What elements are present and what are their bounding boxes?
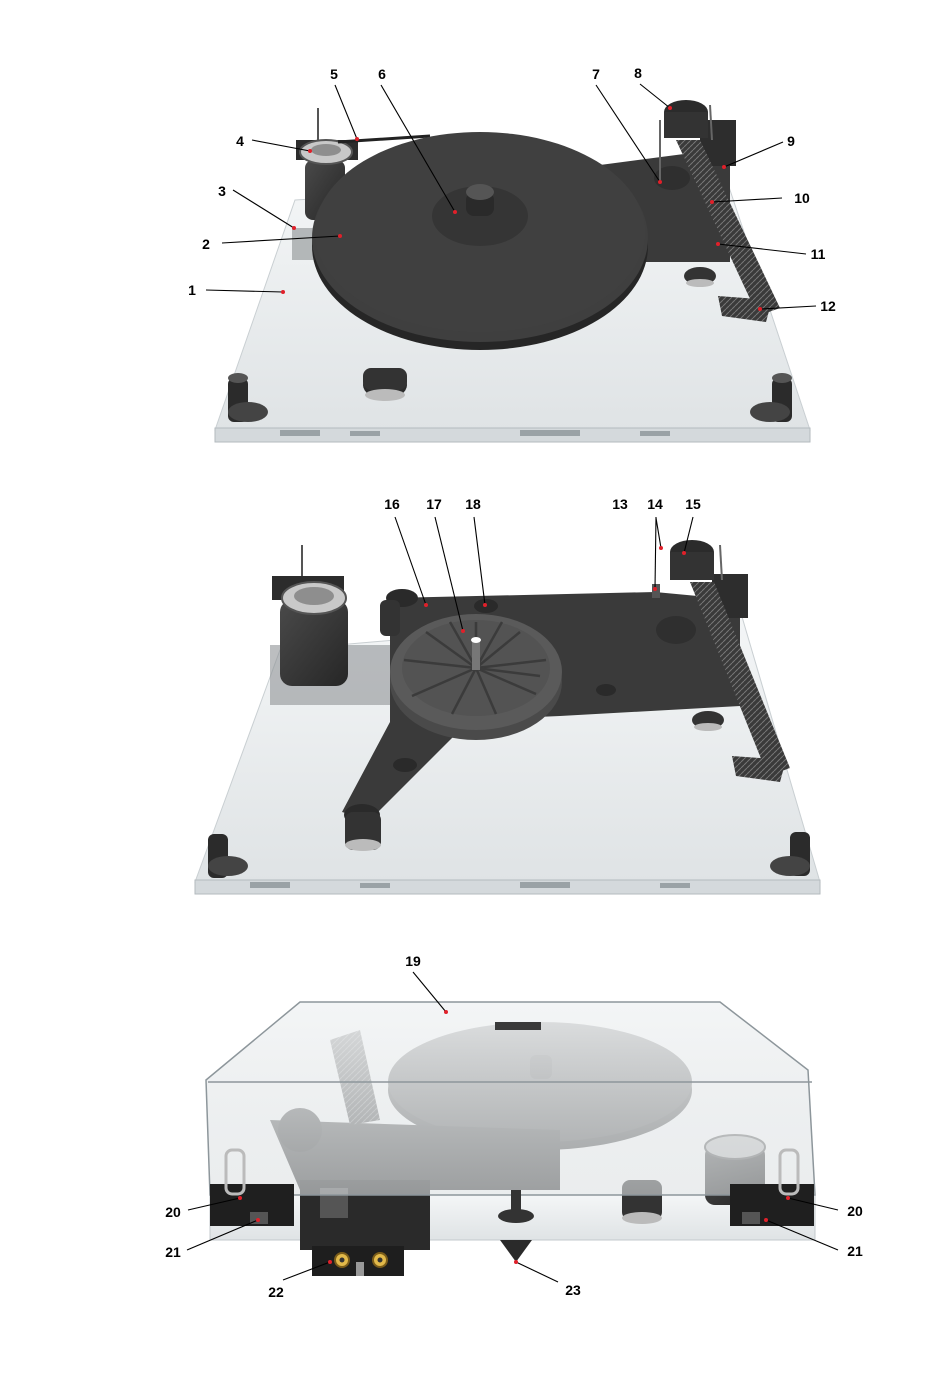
callout-12: 12 <box>820 298 836 314</box>
callout-3: 3 <box>218 183 226 199</box>
callout-20a: 20 <box>165 1204 181 1220</box>
callout-10: 10 <box>794 190 810 206</box>
callout-5: 5 <box>330 66 338 82</box>
callout-1: 1 <box>188 282 196 298</box>
callout-15: 15 <box>685 496 701 512</box>
view-turntable-subplatter <box>195 540 820 894</box>
callout-20b: 20 <box>847 1203 863 1219</box>
callout-14: 14 <box>647 496 663 512</box>
callout-22: 22 <box>268 1284 284 1300</box>
callout-8: 8 <box>634 65 642 81</box>
callout-6: 6 <box>378 66 386 82</box>
dust-cover <box>206 1002 815 1195</box>
callout-2: 2 <box>202 236 210 252</box>
callout-16: 16 <box>384 496 400 512</box>
callout-9: 9 <box>787 133 795 149</box>
view-turntable-with-platter <box>215 100 810 442</box>
callout-19: 19 <box>405 953 421 969</box>
callout-7: 7 <box>592 66 600 82</box>
callout-21b: 21 <box>847 1243 863 1259</box>
callout-23: 23 <box>565 1282 581 1298</box>
callout-21a: 21 <box>165 1244 181 1260</box>
callout-13: 13 <box>612 496 628 512</box>
callout-18: 18 <box>465 496 481 512</box>
callout-17: 17 <box>426 496 442 512</box>
view-turntable-with-dustcover <box>206 1002 815 1276</box>
callout-11: 11 <box>811 246 826 262</box>
callout-4: 4 <box>236 133 244 149</box>
